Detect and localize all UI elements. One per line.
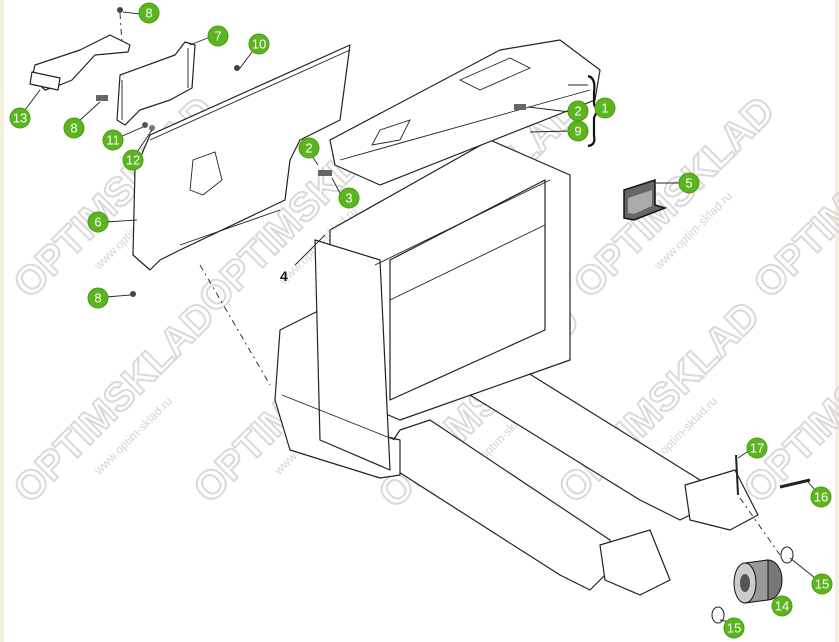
callout-17[interactable]: 17 — [746, 437, 768, 459]
assembly-line — [199, 264, 271, 386]
callout-label: 6 — [94, 215, 101, 230]
callout-label: 8 — [70, 121, 77, 136]
pin-17 — [735, 454, 739, 496]
callout-label: 15 — [815, 577, 829, 592]
callout-9[interactable]: 9 — [567, 120, 589, 142]
callout-1[interactable]: 1 — [594, 97, 616, 119]
chassis-frame — [274, 139, 571, 479]
callout-label: 8 — [145, 6, 152, 21]
callout-16[interactable]: 16 — [810, 486, 832, 508]
callout-11[interactable]: 11 — [102, 129, 124, 151]
callout-label: 1 — [601, 101, 608, 116]
callout-3[interactable]: 3 — [338, 187, 360, 209]
callout-5[interactable]: 5 — [678, 172, 700, 194]
callout-4: 4 — [280, 268, 288, 284]
fork-right — [469, 367, 759, 531]
fork-left — [379, 419, 671, 596]
callout-15[interactable]: 15 — [811, 573, 833, 595]
callout-label: 11 — [106, 133, 120, 148]
top-cover — [329, 39, 601, 186]
callout-label: 2 — [574, 104, 581, 119]
callout-label: 15 — [727, 621, 741, 636]
callout-13[interactable]: 13 — [9, 107, 31, 129]
callout-6[interactable]: 6 — [87, 211, 109, 233]
callout-2[interactable]: 2 — [567, 100, 589, 122]
leader-lines — [24, 11, 816, 623]
callout-label: 9 — [574, 124, 581, 139]
callout-15[interactable]: 15 — [723, 617, 745, 639]
angle-bracket-5 — [623, 178, 668, 221]
bracket-7 — [116, 41, 196, 126]
assembly-line — [119, 12, 123, 46]
right-border — [835, 0, 839, 642]
callout-10[interactable]: 10 — [248, 33, 270, 55]
callout-label: 5 — [685, 176, 692, 191]
axle-16 — [779, 478, 811, 489]
callout-7[interactable]: 7 — [207, 25, 229, 47]
side-panel — [132, 44, 351, 271]
callout-label: 16 — [814, 490, 828, 505]
cover-13 — [29, 34, 131, 91]
callout-label: 12 — [126, 153, 140, 168]
callout-8[interactable]: 8 — [63, 117, 85, 139]
callout-label: 14 — [775, 599, 789, 614]
washer-15 — [711, 546, 794, 624]
callout-label: 8 — [94, 291, 101, 306]
callout-label: 7 — [214, 29, 221, 44]
roller-14 — [733, 559, 783, 604]
callout-label: 3 — [345, 191, 352, 206]
callout-label: 13 — [13, 111, 27, 126]
callout-14[interactable]: 14 — [771, 595, 793, 617]
callout-8[interactable]: 8 — [138, 2, 160, 24]
callout-label: 10 — [252, 37, 266, 52]
left-border — [0, 0, 4, 642]
fasteners — [96, 7, 526, 297]
callout-12[interactable]: 12 — [122, 149, 144, 171]
callout-label: 17 — [750, 441, 764, 456]
callout-label: 2 — [305, 141, 312, 156]
assembly-line — [739, 497, 781, 556]
callout-2[interactable]: 2 — [298, 137, 320, 159]
callout-8[interactable]: 8 — [87, 287, 109, 309]
